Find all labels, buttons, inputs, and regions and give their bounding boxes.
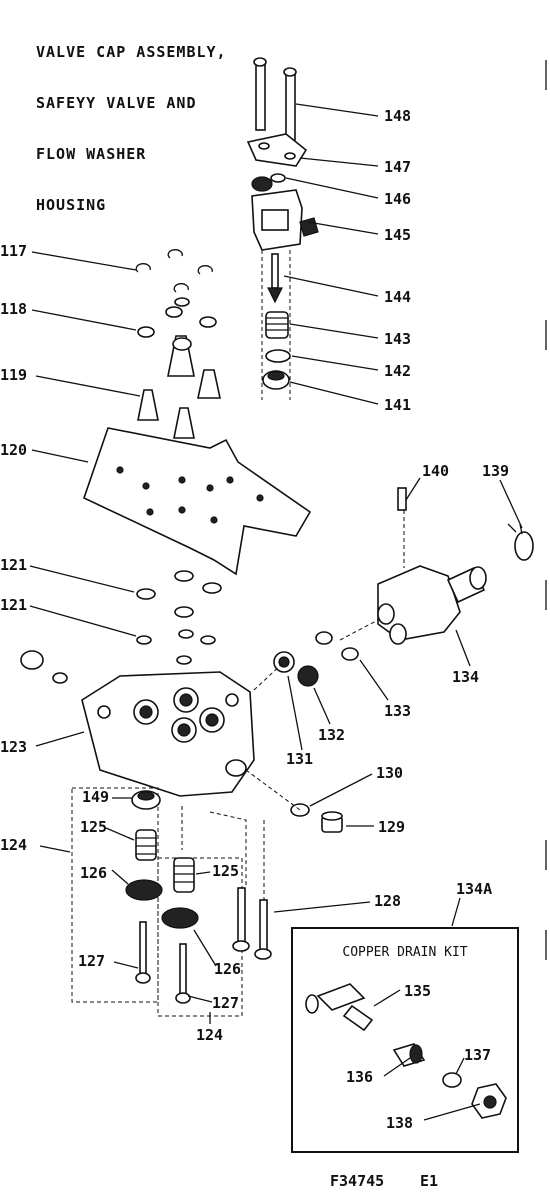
label-117: 117 [0, 242, 27, 260]
diaphragm-126-right [161, 907, 199, 929]
o-ring-133a [315, 631, 333, 645]
assembly-guide-line [261, 250, 291, 400]
label-134: 134 [452, 668, 479, 686]
drawing-revision: E1 [420, 1172, 438, 1190]
bolt-128-pair [232, 887, 272, 960]
sleeve-137 [442, 1072, 462, 1088]
clamp-139 [507, 523, 534, 561]
label-137: 137 [464, 1046, 491, 1064]
label-121-upper: 121 [0, 556, 27, 574]
o-ring-130 [290, 803, 310, 817]
assembly-guide-line [181, 806, 265, 900]
label-124-left: 124 [0, 836, 27, 854]
valve-cap-147 [246, 133, 308, 167]
manifold-123 [81, 671, 255, 797]
title-line: VALVE CAP ASSEMBLY, [36, 43, 227, 61]
diaphragm-126-left [125, 879, 163, 901]
label-131: 131 [286, 750, 313, 768]
label-136: 136 [346, 1068, 373, 1086]
label-128: 128 [374, 892, 401, 910]
valve-seat-149 [131, 790, 161, 810]
label-121-lower: 121 [0, 596, 27, 614]
nut-138 [471, 1083, 507, 1119]
label-144: 144 [384, 288, 411, 306]
label-126-left: 126 [80, 864, 107, 882]
label-145: 145 [384, 226, 411, 244]
title-line: HOUSING [36, 196, 107, 214]
label-149: 149 [82, 788, 109, 806]
label-124-bottom: 124 [196, 1026, 223, 1044]
label-119: 119 [0, 366, 27, 384]
label-148: 148 [384, 107, 411, 125]
label-134a: 134A [456, 880, 492, 898]
seat-141 [262, 370, 290, 390]
spring-cap-icon [251, 176, 273, 192]
label-147: 147 [384, 158, 411, 176]
plug-icon [20, 650, 68, 684]
spring-125-left [135, 829, 157, 861]
valve-body-145 [251, 189, 319, 251]
valve-119-group [137, 335, 221, 439]
kit-title: COPPER DRAIN KIT [342, 945, 467, 960]
o-ring-142 [265, 349, 291, 363]
o-ring-133 [341, 647, 359, 661]
label-135: 135 [404, 982, 431, 1000]
label-130: 130 [376, 764, 403, 782]
assembly-guide-line [245, 769, 301, 811]
label-127-right: 127 [212, 994, 239, 1012]
title-line: FLOW WASHER [36, 145, 147, 163]
label-126-right: 126 [214, 960, 241, 978]
label-132: 132 [318, 726, 345, 744]
label-138: 138 [386, 1114, 413, 1132]
label-141: 141 [384, 396, 411, 414]
adapter-136 [392, 1043, 426, 1067]
label-146: 146 [384, 190, 411, 208]
diagram-title: VALVE CAP ASSEMBLY, SAFEYY VALVE AND FLO… [36, 10, 227, 248]
washer-121-group [136, 570, 222, 665]
plug-129 [321, 811, 343, 833]
bolt-127-right [175, 943, 191, 1004]
label-129: 129 [378, 818, 405, 836]
spring-143 [265, 311, 289, 339]
label-143: 143 [384, 330, 411, 348]
label-140: 140 [422, 462, 449, 480]
label-123: 123 [0, 738, 27, 756]
title-line: SAFEYY VALVE AND [36, 94, 197, 112]
washer-146 [270, 173, 286, 183]
plate-120 [83, 427, 312, 576]
stem-144 [267, 253, 283, 304]
leader-lines [29, 103, 523, 1121]
drain-valve-135 [305, 983, 374, 1032]
bolt-127-left [135, 921, 151, 984]
bolt-148-right [283, 67, 297, 141]
label-125-right: 125 [212, 862, 239, 880]
label-133: 133 [384, 702, 411, 720]
outlet-fitting-134 [377, 565, 487, 645]
fitting-140 [397, 487, 407, 568]
retainer-117-group [135, 249, 213, 293]
label-139: 139 [482, 462, 509, 480]
label-142: 142 [384, 362, 411, 380]
group-124-right [157, 857, 243, 1017]
valve-132 [297, 665, 319, 687]
washer-118-group [137, 297, 217, 338]
drawing-code: F34745 [330, 1172, 384, 1190]
label-127-left: 127 [78, 952, 105, 970]
spring-125-right [173, 857, 195, 893]
label-125-left: 125 [80, 818, 107, 836]
label-118: 118 [0, 300, 27, 318]
assembly-guide-line [253, 619, 379, 691]
bolt-148-left [253, 57, 267, 131]
label-120: 120 [0, 441, 27, 459]
